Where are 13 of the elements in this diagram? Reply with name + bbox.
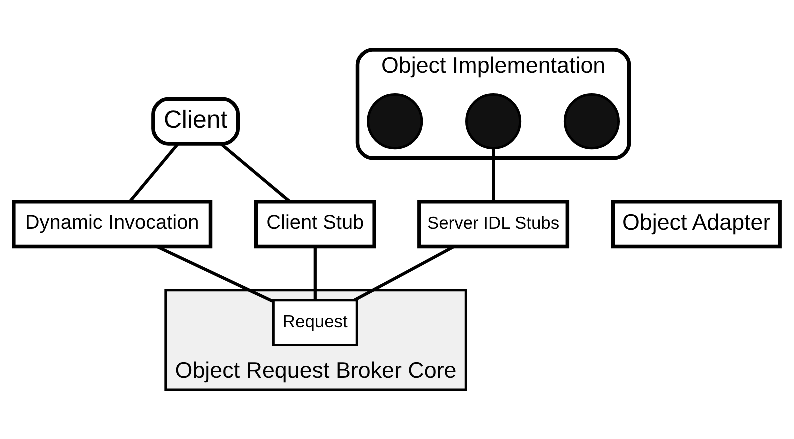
node-box: Client Stub xyxy=(254,200,376,248)
node-circle xyxy=(466,93,522,150)
node-box: Server IDL Stubs xyxy=(418,200,570,248)
node-box: Client xyxy=(152,96,240,146)
connector xyxy=(492,148,496,202)
connector xyxy=(314,246,317,300)
node-circle xyxy=(564,93,620,150)
cluster: Object Implementation xyxy=(356,48,632,160)
node-box: Request xyxy=(272,298,358,346)
node-circle xyxy=(367,93,424,150)
node-box: Object Adapter xyxy=(611,200,782,248)
node-box: Dynamic Invocation xyxy=(12,200,213,248)
connector xyxy=(128,142,180,202)
